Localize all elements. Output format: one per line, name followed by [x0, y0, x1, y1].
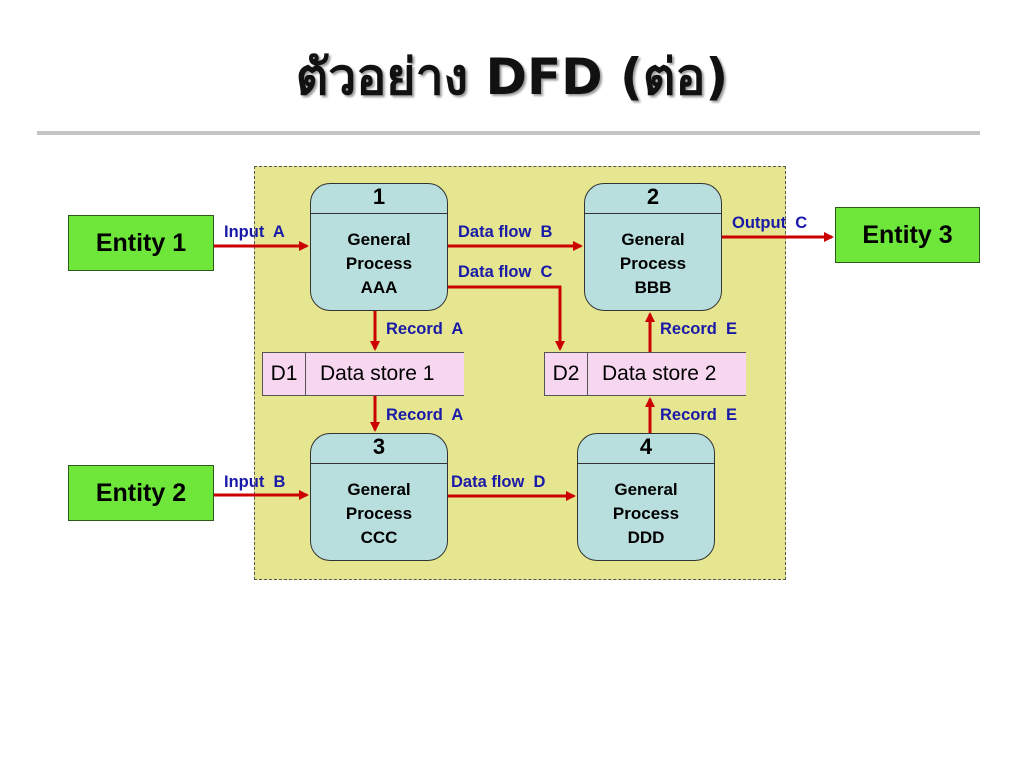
process-2: 2 General Process BBB — [584, 183, 722, 311]
label-data-flow-c: Data flow C — [458, 263, 553, 281]
label-input-a: Input A — [224, 223, 285, 241]
process-1-body: General Process AAA — [311, 214, 447, 300]
process-2-line-2: Process — [619, 254, 687, 273]
arrow-data-flow-c — [448, 285, 565, 351]
process-3-number: 3 — [311, 434, 447, 464]
data-store-2: D2 Data store 2 — [544, 352, 746, 396]
process-3-line-3: CCC — [360, 528, 398, 547]
process-4: 4 General Process DDD — [577, 433, 715, 561]
process-3: 3 General Process CCC — [310, 433, 448, 561]
label-record-a-out: Record A — [386, 406, 464, 424]
process-3-line-1: General — [347, 480, 411, 499]
data-store-1-name: Data store 1 — [320, 362, 435, 385]
label-record-e-out: Record E — [660, 406, 738, 424]
entity-2: Entity 2 — [68, 465, 214, 521]
title-divider — [37, 131, 980, 135]
entity-2-label: Entity 2 — [95, 478, 187, 507]
label-record-e-in: Record E — [660, 320, 738, 338]
data-store-2-name: Data store 2 — [602, 362, 717, 385]
process-3-line-2: Process — [345, 504, 413, 523]
process-4-body: General Process DDD — [578, 464, 714, 550]
process-2-line-3: BBB — [634, 278, 672, 297]
label-record-a-in: Record A — [386, 320, 464, 338]
process-1-number: 1 — [311, 184, 447, 214]
data-store-1: D1 Data store 1 — [262, 352, 464, 396]
label-output-c: Output C — [732, 214, 808, 232]
process-1-line-1: General — [347, 230, 411, 249]
process-4-line-2: Process — [612, 504, 680, 523]
process-2-body: General Process BBB — [585, 214, 721, 300]
entity-3-label: Entity 3 — [862, 220, 953, 249]
process-1-line-2: Process — [345, 254, 413, 273]
process-1-line-3: AAA — [360, 278, 398, 297]
process-4-line-1: General — [614, 480, 678, 499]
process-4-line-3: DDD — [627, 528, 665, 547]
entity-3: Entity 3 — [835, 207, 980, 263]
process-3-body: General Process CCC — [311, 464, 447, 550]
label-data-flow-d: Data flow D — [451, 473, 546, 491]
data-store-1-id: D1 — [263, 353, 306, 395]
label-input-b: Input B — [224, 473, 286, 491]
process-4-number: 4 — [578, 434, 714, 464]
process-1: 1 General Process AAA — [310, 183, 448, 311]
entity-1: Entity 1 — [68, 215, 214, 271]
process-2-number: 2 — [585, 184, 721, 214]
process-2-line-1: General — [621, 230, 685, 249]
label-data-flow-b: Data flow B — [458, 223, 553, 241]
data-store-2-id: D2 — [545, 353, 588, 395]
page-title: ตัวอย่าง DFD (ต่อ) — [295, 48, 729, 106]
entity-1-label: Entity 1 — [95, 228, 187, 257]
